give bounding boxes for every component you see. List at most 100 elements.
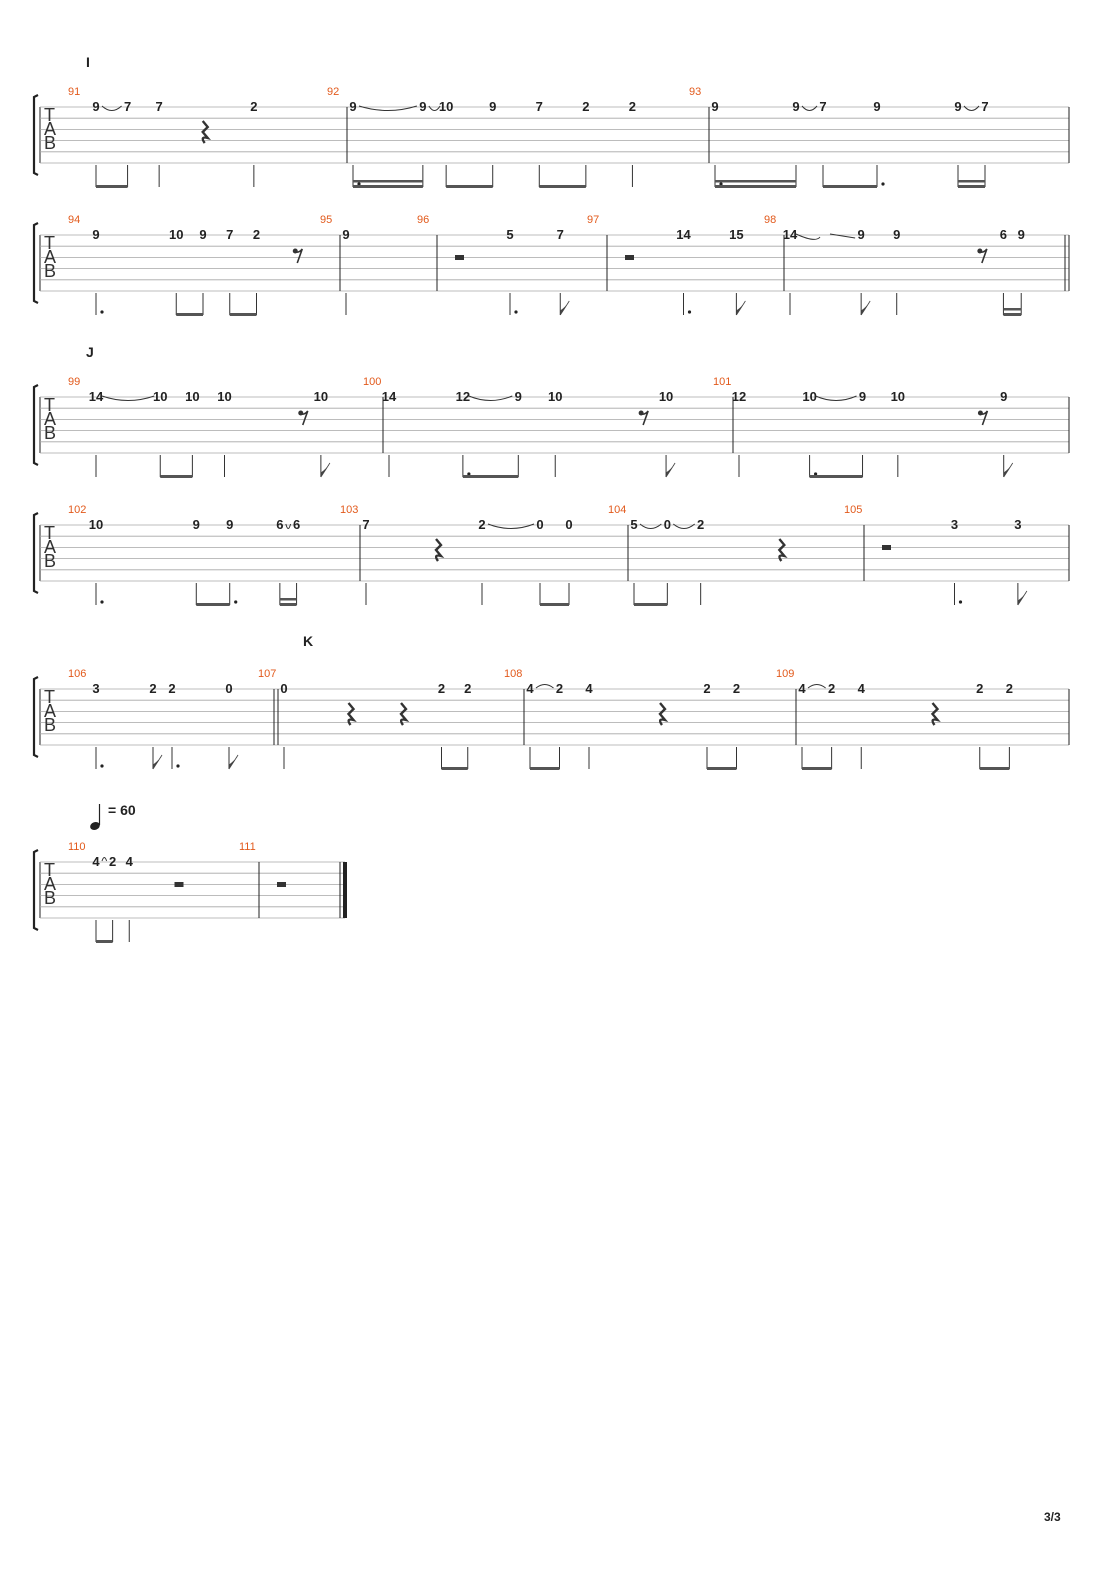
pull-off-arc [807,684,826,689]
note-flag [665,462,676,478]
measure-number: 106 [68,668,86,680]
measure-number: 95 [320,214,332,226]
fret-number: 0 [536,517,543,532]
fret-number: 9 [873,99,880,114]
tab-clef-letter: T [44,233,55,253]
fret-number: 4 [526,681,534,696]
note-beam [279,598,297,601]
note-flag [152,754,163,770]
tab-clef-letter: T [44,860,55,880]
tie-arc [815,395,857,401]
note-beam [160,475,193,478]
fret-number: 7 [362,517,369,532]
tie-arc [801,105,818,111]
measure-number: 110 [68,841,86,853]
eighth-rest-icon [640,410,649,426]
eighth-rest-icon [980,410,989,426]
fret-number: 2 [703,681,710,696]
fret-number: 7 [557,227,564,242]
tie-arc [673,523,695,529]
duration-dot [514,310,518,314]
half-rest-icon [625,255,634,260]
tab-clef-letter: T [44,105,55,125]
tab-clef-letter: A [44,701,56,721]
tie-arc [487,523,535,529]
note-beam [823,185,877,188]
fret-number: 3 [1014,517,1021,532]
fret-number: 0 [225,681,232,696]
duration-dot [100,600,104,604]
note-flag [736,300,746,316]
measure-number: 108 [504,668,522,680]
note-beam [441,767,468,770]
quarter-rest-icon [930,702,941,726]
system-bracket [32,94,39,176]
half-rest-icon [277,882,286,887]
fret-number: 2 [149,681,156,696]
note-beam [229,313,257,316]
fret-number: 2 [582,99,589,114]
tab-clef-letter: A [44,874,56,894]
note-beam [540,603,569,606]
note-flag [860,300,871,316]
duration-dot [719,182,723,186]
note-beam [96,185,128,188]
duration-dot [958,600,963,604]
note-beam [196,603,230,606]
quarter-rest-icon [346,702,357,726]
page-number: 3/3 [1044,1510,1061,1524]
measure: 108 4 2 4 2 2 [504,668,740,770]
fret-number: 2 [733,681,740,696]
measure-number: 102 [68,504,86,516]
note-beam [1003,308,1022,311]
pull-off-arc [535,684,554,689]
fret-number: 10 [314,389,328,404]
fret-number: 12 [456,389,470,404]
eighth-rest-icon [300,410,309,426]
fret-number: 10 [169,227,183,242]
tab-clef-letter: B [44,715,56,735]
fret-number: 2 [556,681,563,696]
fret-number: 9 [859,389,866,404]
fret-number: 2 [1006,681,1013,696]
duration-dot [176,764,180,768]
fret-number: 4 [92,854,100,869]
measure-number: 105 [844,504,862,516]
tab-clef-letter: B [44,888,56,908]
fret-number: 7 [981,99,988,114]
measure-number: 111 [239,841,256,853]
fret-number: 4 [585,681,593,696]
fret-number: 9 [792,99,799,114]
fret-number: 2 [976,681,983,696]
note-beam [446,185,493,188]
note-beam [958,180,985,183]
measure-number: 99 [68,376,80,388]
note-flag [559,300,570,316]
quarter-note-icon [90,822,100,830]
system-bracket [32,384,39,466]
fret-number: 2 [629,99,636,114]
measure-number: 96 [417,214,429,226]
quarter-rest-icon [399,702,410,726]
quarter-rest-icon [777,538,788,562]
tie-arc [428,105,441,111]
tie-arc [795,233,821,240]
quarter-rest-icon [434,538,445,562]
fret-number: 9 [419,99,426,114]
note-beam [634,603,668,606]
fret-number: 0 [565,517,572,532]
duration-dot [357,182,361,186]
fret-number: 2 [168,681,175,696]
note-beam [715,180,796,183]
tab-clef-letter: A [44,409,56,429]
tab-clef-letter: B [44,551,56,571]
